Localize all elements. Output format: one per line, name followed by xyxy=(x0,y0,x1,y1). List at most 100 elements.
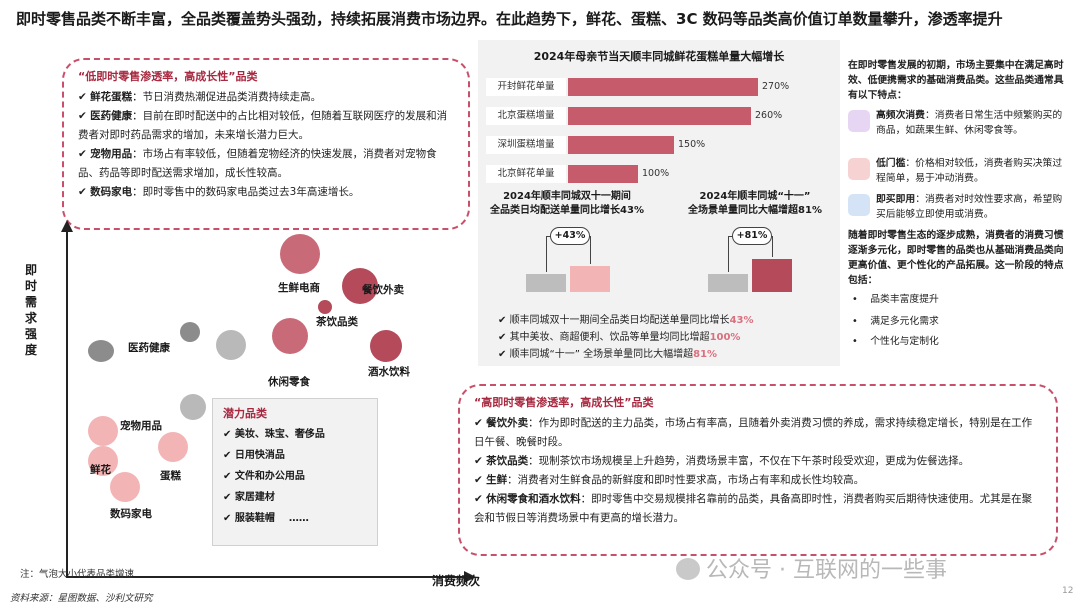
low-bubble-item: ✔ 宠物用品：市场占有率较低，但随着宠物经济的快速发展，消费者对宠物食品、药品等… xyxy=(78,148,437,179)
hbar-bar xyxy=(568,78,758,96)
label-liquor: 酒水饮料 xyxy=(368,366,410,378)
label-tea: 茶饮品类 xyxy=(316,316,358,328)
bubble-digital xyxy=(110,472,140,502)
feature-name: 低门槛 xyxy=(876,158,906,169)
bubble-takeout xyxy=(342,268,378,304)
potential-item-text: 家居建材 xyxy=(234,492,275,503)
item-text: ：节日消费热潮促进品类消费持续走高。 xyxy=(132,91,322,103)
potential-item-text: 美妆、珠宝、奢侈品 xyxy=(234,429,325,440)
high-bubble-item: ✔ 生鲜：消费者对生鲜食品的新鲜度和即时性要求高，市场占有率和成长性均较高。 xyxy=(474,474,865,486)
sub1-bar xyxy=(526,274,566,292)
right-point-text: 品类丰富度提升 xyxy=(870,294,939,305)
low-bubble-heading: “低即时零售渗透率，高成长性”品类 xyxy=(78,70,258,83)
hbar-category-label: 北京蛋糕增量 xyxy=(486,107,566,125)
high-bubble-heading: “高即时零售渗透率，高成长性”品类 xyxy=(474,396,654,409)
bullet-text: 顺丰同城双十一期间全品类日均配送单量同比增长 xyxy=(509,315,730,326)
person-icon xyxy=(848,158,870,180)
hbar-category-label: 开封鲜花单量 xyxy=(486,78,566,96)
low-bubble-item: ✔ 医药健康：目前在即时配送中的占比相对较低，但随着互联网医疗的发展和消费者对即… xyxy=(78,110,448,141)
bubble-tea xyxy=(318,300,332,314)
watermark: 公众号 · 互联网的一些事 xyxy=(676,552,947,584)
bubble-snack xyxy=(272,318,308,354)
feature-text: ：消费者日常生活中频繁购买的商品，如蔬果生鲜、休闲零食等。 xyxy=(876,110,1063,136)
potential-item: ✔ 服装鞋帽 …… xyxy=(223,513,309,524)
subchart2-title-line1: 2024年顺丰同城“十一” xyxy=(699,191,811,202)
subchart1-title-line2: 全品类日均配送单量同比增长43% xyxy=(490,205,644,216)
x-axis-arrow xyxy=(464,571,476,583)
bubble-medical-2 xyxy=(180,322,200,342)
page-number: 12 xyxy=(1062,586,1074,596)
item-name: 宠物用品 xyxy=(90,148,133,160)
item-name: 生鲜 xyxy=(486,474,508,486)
hbar-row: 开封鲜花单量 270% xyxy=(486,78,836,98)
hbar-value-label: 100% xyxy=(642,168,670,179)
right-summary: 随着即时零售生态的逐步成熟，消费者的消费习惯逐渐多元化，即时零售的品类也从基础消… xyxy=(848,230,1064,286)
shopping-icon xyxy=(848,110,870,132)
feature-name: 高频次消费 xyxy=(876,110,925,121)
item-name: 数码家电 xyxy=(90,186,133,198)
sub2-bracket-leg xyxy=(772,236,773,257)
hbar-row: 北京鲜花单量 100% xyxy=(486,165,836,185)
label-digital: 数码家电 xyxy=(110,508,152,520)
low-bubble-item: ✔ 鲜花蛋糕：节日消费热潮促进品类消费持续走高。 xyxy=(78,91,322,103)
potential-heading: 潜力品类 xyxy=(223,407,267,420)
y-axis-arrow xyxy=(61,220,73,232)
delivery-icon xyxy=(848,194,870,216)
right-point: • 品类丰富度提升 xyxy=(852,294,939,305)
label-medical: 医药健康 xyxy=(128,342,170,354)
subchart2-title-line2: 全场景单量同比大幅增超81% xyxy=(688,205,822,216)
bubble-medical xyxy=(88,340,114,362)
high-bubble-item: ✔ 茶饮品类：现制茶饮市场规模呈上升趋势，消费场景丰富，不仅在下午茶时段受欢迎，… xyxy=(474,455,970,467)
hbar-value-label: 260% xyxy=(755,110,783,121)
hbar-bar xyxy=(568,107,751,125)
feature-instant-use: 即买即用：消费者对时效性要求高，希望购买后能够立即使用或消费。 xyxy=(848,192,1070,222)
item-name: 医药健康 xyxy=(90,110,133,122)
item-name: 休闲零食和酒水饮料 xyxy=(486,493,581,505)
high-bubble-item: ✔ 休闲零食和酒水饮料：即时零售中交易规模排名靠前的品类，具备高即时性，消费者购… xyxy=(474,493,1033,524)
label-snack: 休闲零食 xyxy=(268,376,310,388)
page-title: 即时零售品类不断丰富，全品类覆盖势头强劲，持续拓展消费市场边界。在此趋势下，鲜花… xyxy=(16,10,1003,28)
y-axis xyxy=(66,230,68,578)
panel-bullet: ✔ 其中美妆、商超便利、饮品等单量均同比增超100% xyxy=(498,332,741,343)
sub1-bar xyxy=(570,266,610,292)
wechat-icon xyxy=(676,558,700,580)
panel-bullet: ✔ 顺丰同城“十一” 全场景单量同比大幅增超81% xyxy=(498,349,718,360)
data-source: 资料来源：星图数据、沙利文研究 xyxy=(10,593,153,604)
hbar-category-label: 北京鲜花单量 xyxy=(486,165,566,183)
item-text: ：即时零售中的数码家电品类过去3年高速增长。 xyxy=(132,186,360,198)
panel-bullets: ✔ 顺丰同城双十一期间全品类日均配送单量同比增长43% ✔ 其中美妆、商超便利、… xyxy=(498,312,838,363)
potential-item: ✔ 家居建材 xyxy=(223,492,275,503)
potential-item-text: 服装鞋帽 xyxy=(234,513,275,524)
right-point: • 个性化与定制化 xyxy=(852,336,939,347)
x-axis xyxy=(66,576,466,578)
hbar-bar xyxy=(568,165,638,183)
hbar-value-label: 270% xyxy=(762,81,790,92)
potential-categories-box: 潜力品类 ✔ 美妆、珠宝、奢侈品 ✔ 日用快消品 ✔ 文件和办公用品 ✔ 家居建… xyxy=(212,398,378,546)
item-name: 茶饮品类 xyxy=(486,455,529,467)
bubble-cake xyxy=(158,432,188,462)
feature-text: ：价格相对较低，消费者购买决策过程简单，易于冲动消费。 xyxy=(876,158,1063,184)
potential-item: ✔ 美妆、珠宝、奢侈品 xyxy=(223,429,325,440)
label-fresh: 生鲜电商 xyxy=(278,282,320,294)
label-pet: 宠物用品 xyxy=(120,420,162,432)
bubble-pet xyxy=(88,416,118,446)
sub1-bracket-leg xyxy=(546,236,547,272)
high-penetration-bubble: “高即时零售渗透率，高成长性”品类 ✔ 餐饮外卖：作为即时配送的主力品类，市场占… xyxy=(458,384,1058,556)
subchart1-title-line1: 2024年顺丰同城双十一期间 xyxy=(503,191,631,202)
item-text: ：作为即时配送的主力品类，市场占有率高，且随着外卖消费习惯的养成，需求持续稳定增… xyxy=(474,417,1033,448)
y-axis-label: 即时需求强度 xyxy=(24,263,37,357)
item-text: ：目前在即时配送中的占比相对较低，但随着互联网医疗的发展和消费者对即时药品需求的… xyxy=(78,110,448,141)
watermark-text: 公众号 · 互联网的一些事 xyxy=(706,558,947,583)
high-bubble-item: ✔ 餐饮外卖：作为即时配送的主力品类，市场占有率高，且随着外卖消费习惯的养成，需… xyxy=(474,417,1033,448)
item-text: ：即时零售中交易规模排名靠前的品类，具备高即时性，消费者购买后期待快速使用。尤其… xyxy=(474,493,1033,524)
right-point-text: 满足多元化需求 xyxy=(870,316,939,327)
feature-name: 即买即用 xyxy=(876,194,916,205)
item-name: 餐饮外卖 xyxy=(486,417,529,429)
sub2-delta-label: +81% xyxy=(732,227,772,245)
bullet-text: 其中美妆、商超便利、饮品等单量均同比增超 xyxy=(509,332,710,343)
label-cake: 蛋糕 xyxy=(160,470,181,482)
low-bubble-item: ✔ 数码家电：即时零售中的数码家电品类过去3年高速增长。 xyxy=(78,186,360,198)
sub2-bracket-leg xyxy=(728,236,729,272)
bullet-highlight: 43% xyxy=(729,315,754,326)
